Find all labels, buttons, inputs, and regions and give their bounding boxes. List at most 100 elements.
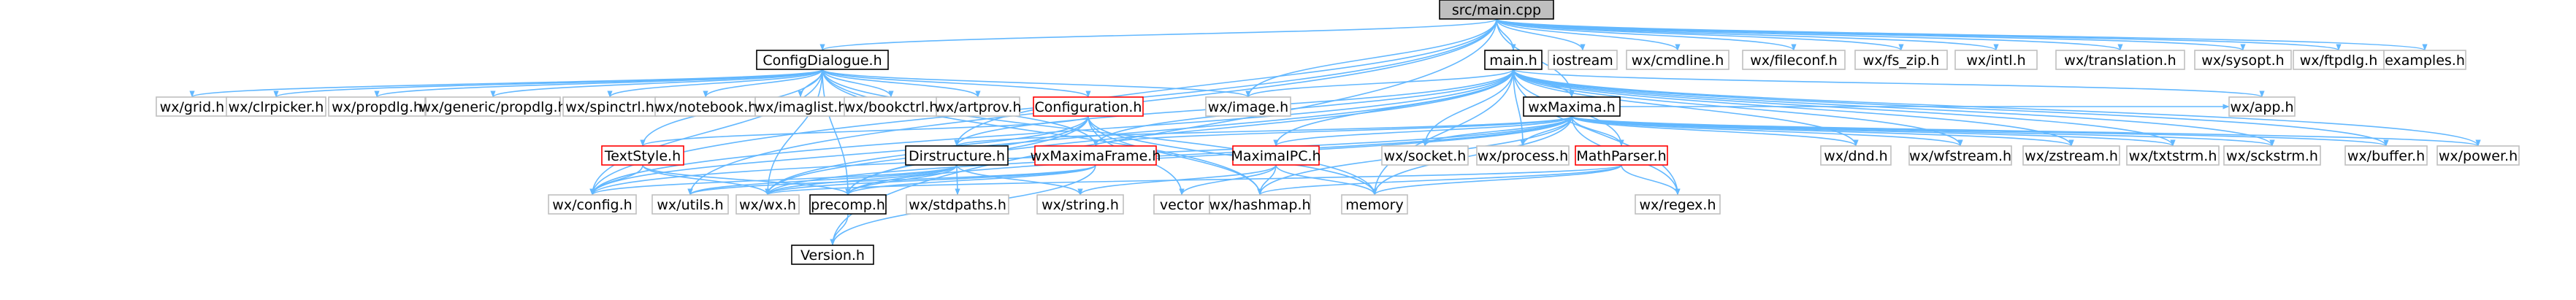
node-wx-socket-h[interactable]: wx/socket.h bbox=[1381, 145, 1469, 166]
node-wx-translation-h[interactable]: wx/translation.h bbox=[2055, 50, 2185, 70]
node-vector[interactable]: vector bbox=[1153, 194, 1210, 215]
node-mathparser-h[interactable]: MathParser.h bbox=[1575, 145, 1668, 166]
edge-main_cpp-to-iostream bbox=[1496, 18, 1586, 51]
node-configdialogue-h[interactable]: ConfigDialogue.h bbox=[756, 50, 889, 70]
node-wx-regex-h[interactable]: wx/regex.h bbox=[1635, 194, 1721, 215]
edge-main_h-to-wxmaximaframe_h bbox=[1093, 69, 1514, 147]
node-main-h[interactable]: main.h bbox=[1484, 50, 1543, 70]
edge-configdialogue_h-to-wx_bookctrl_h bbox=[822, 69, 894, 98]
node-wx-ftpdlg-h[interactable]: wx/ftpdlg.h bbox=[2293, 50, 2385, 70]
node-label: precomp.h bbox=[811, 197, 885, 213]
node-box bbox=[654, 96, 757, 117]
node-wx-string-h[interactable]: wx/string.h bbox=[1036, 194, 1124, 215]
node-wx-dnd-h[interactable]: wx/dnd.h bbox=[1820, 145, 1892, 166]
node-box bbox=[1484, 50, 1543, 70]
node-wx-clrpicker-h[interactable]: wx/clrpicker.h bbox=[226, 96, 326, 117]
edge-main_h-to-wx_txtstrm_h bbox=[1513, 69, 2176, 147]
node-configuration-h[interactable]: Configuration.h bbox=[1033, 96, 1144, 117]
node-box bbox=[2228, 96, 2296, 117]
node-wx-buffer-h[interactable]: wx/buffer.h bbox=[2344, 145, 2428, 166]
node-wx-imaglist-h[interactable]: wx/imaglist.h bbox=[754, 96, 847, 117]
node-wx-sckstrm-h[interactable]: wx/sckstrm.h bbox=[2223, 145, 2321, 166]
node-label: wx/fs_zip.h bbox=[1863, 53, 1940, 69]
node-wxmaxima-h[interactable]: wxMaxima.h bbox=[1523, 96, 1621, 117]
node-box bbox=[2437, 145, 2520, 166]
node-dirstructure-h[interactable]: Dirstructure.h bbox=[905, 145, 1009, 166]
node-box bbox=[791, 245, 874, 265]
node-wx-artprov-h[interactable]: wx/artprov.h bbox=[934, 96, 1022, 117]
node-iostream[interactable]: iostream bbox=[1548, 50, 1618, 70]
node-wx-intl-h[interactable]: wx/intl.h bbox=[1954, 50, 2038, 70]
node-main-cpp[interactable]: src/main.cpp bbox=[1439, 0, 1554, 20]
edge-configdialogue_h-to-wx_notebook_h bbox=[703, 69, 823, 98]
edge-mathparser_h-to-wx_regex_h bbox=[1621, 164, 1681, 196]
node-wx-app-h[interactable]: wx/app.h bbox=[2228, 96, 2296, 117]
edge-main_h-to-wx_process_h bbox=[1513, 69, 1526, 147]
edge-main_h-to-wx_buffer_h bbox=[1513, 69, 2389, 147]
node-label: src/main.cpp bbox=[1452, 2, 1541, 18]
node-label: wx/artprov.h bbox=[934, 99, 1021, 115]
edge-configdialogue_h-to-configuration_h bbox=[822, 69, 1091, 98]
node-wx-power-h[interactable]: wx/power.h bbox=[2437, 145, 2520, 166]
node-wx-propdlg-h[interactable]: wx/propdlg.h bbox=[328, 96, 426, 117]
node-label: wx/txtstrm.h bbox=[2129, 148, 2217, 164]
node-label: wx/app.h bbox=[2230, 99, 2293, 115]
node-label: wx/sckstrm.h bbox=[2226, 148, 2318, 164]
node-maximaipc-h[interactable]: MaximaIPC.h bbox=[1231, 145, 1321, 166]
edge-wxmaxima_h-to-dirstructure_h bbox=[954, 115, 1572, 147]
node-wx-fs-zip-h[interactable]: wx/fs_zip.h bbox=[1854, 50, 1948, 70]
node-wx-process-h[interactable]: wx/process.h bbox=[1476, 145, 1570, 166]
node-box bbox=[1575, 145, 1668, 166]
edge-main_cpp-to-wx_fs_zip_h bbox=[1496, 18, 1904, 51]
node-wxmaximaframe-h[interactable]: wxMaximaFrame.h bbox=[1031, 145, 1161, 166]
node-memory[interactable]: memory bbox=[1341, 194, 1408, 215]
edge-mathparser_h-to-memory bbox=[1372, 164, 1622, 196]
node-label: wx/socket.h bbox=[1384, 148, 1467, 164]
edge-wxmaximaframe_h-to-wx_wx_h bbox=[765, 164, 1096, 196]
node-label: Configuration.h bbox=[1035, 99, 1142, 115]
node-wx-utils-h[interactable]: wx/utils.h bbox=[651, 194, 729, 215]
node-precomp-h[interactable]: precomp.h bbox=[809, 194, 887, 215]
node-wx-sysopt-h[interactable]: wx/sysopt.h bbox=[2194, 50, 2292, 70]
edge-dirstructure_h-to-wx_stdpaths_h bbox=[955, 164, 960, 196]
node-wx-image-h[interactable]: wx/image.h bbox=[1205, 96, 1291, 117]
edge-wxmaxima_h-to-wx_wx_h bbox=[765, 115, 1572, 196]
node-label: TextStyle.h bbox=[604, 148, 681, 164]
node-wx-notebook-h[interactable]: wx/notebook.h bbox=[654, 96, 757, 117]
edge-main_cpp-to-configdialogue_h bbox=[819, 18, 1497, 51]
node-box bbox=[1034, 145, 1157, 166]
edge-configdialogue_h-to-wx_hashmap_h bbox=[822, 69, 1263, 196]
node-box bbox=[2194, 50, 2292, 70]
node-examples-h[interactable]: examples.h bbox=[2383, 50, 2466, 70]
node-box bbox=[1036, 194, 1124, 215]
node-wx-grid-h[interactable]: wx/grid.h bbox=[156, 96, 229, 117]
edge-configuration_h-to-memory bbox=[1088, 115, 1377, 196]
node-version-h[interactable]: Version.h bbox=[791, 245, 874, 265]
node-wx-spinctrl-h[interactable]: wx/spinctrl.h bbox=[562, 96, 657, 117]
edge-main_cpp-to-wx_cmdline_h bbox=[1496, 18, 1681, 51]
node-wx-hashmap-h[interactable]: wx/hashmap.h bbox=[1209, 194, 1311, 215]
node-box bbox=[548, 194, 637, 215]
node-wx-zstream-h[interactable]: wx/zstream.h bbox=[2022, 145, 2120, 166]
edge-configdialogue_h-to-wx_image_h bbox=[822, 69, 1251, 98]
node-label: wx/power.h bbox=[2439, 148, 2518, 164]
node-box bbox=[1954, 50, 2038, 70]
node-wx-config-h[interactable]: wx/config.h bbox=[548, 194, 637, 215]
node-label: wx/intl.h bbox=[1966, 53, 2025, 69]
node-textstyle-h[interactable]: TextStyle.h bbox=[601, 145, 684, 166]
node-box bbox=[756, 50, 889, 70]
node-wx-stdpaths-h[interactable]: wx/stdpaths.h bbox=[906, 194, 1009, 215]
node-box bbox=[2223, 145, 2321, 166]
node-wx-txtstrm-h[interactable]: wx/txtstrm.h bbox=[2126, 145, 2220, 166]
node-wx-cmdline-h[interactable]: wx/cmdline.h bbox=[1626, 50, 1730, 70]
node-wx-bookctrl-h[interactable]: wx/bookctrl.h bbox=[844, 96, 939, 117]
edge-configdialogue_h-to-wx_clrpicker_h bbox=[273, 69, 823, 98]
edge-main_cpp-to-examples_h bbox=[1496, 18, 2428, 51]
edge-main_h-to-wx_regex_h bbox=[1513, 69, 1681, 196]
node-wx-wfstream-h[interactable]: wx/wfstream.h bbox=[1908, 145, 2012, 166]
node-wx-genericpropdlg-h[interactable]: wx/generic/propdlg.h bbox=[419, 96, 567, 117]
node-wx-wx-h[interactable]: wx/wx.h bbox=[735, 194, 800, 215]
node-wx-fileconf-h[interactable]: wx/fileconf.h bbox=[1742, 50, 1846, 70]
edge-dirstructure_h-to-wx_utils_h bbox=[687, 164, 958, 196]
